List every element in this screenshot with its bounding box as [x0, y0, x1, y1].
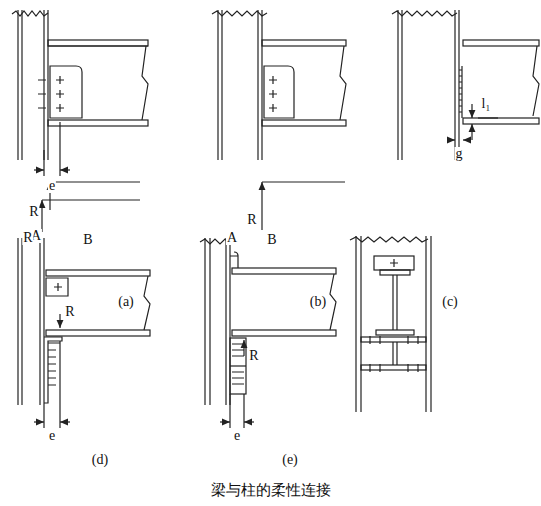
part-label: B: [266, 233, 277, 247]
figure-caption: 梁与柱的柔性连接: [210, 483, 332, 498]
part-label: R: [64, 305, 75, 319]
part-label: g: [455, 147, 464, 161]
part-label: (e): [281, 453, 299, 467]
part-label: e: [48, 179, 56, 193]
part-label: R: [22, 231, 33, 245]
part-label: e: [233, 429, 241, 443]
part-label: (a): [117, 295, 135, 309]
part-label: B: [82, 233, 93, 247]
part-label: R: [28, 205, 39, 219]
part-label: e: [48, 429, 56, 443]
part-label: (c): [441, 295, 459, 309]
part-label: l₁: [481, 97, 492, 111]
part-label: (d): [91, 453, 109, 467]
part-label: A: [226, 231, 238, 245]
part-label: R: [248, 349, 259, 363]
part-label: (b): [309, 295, 327, 309]
part-label: R: [246, 213, 257, 227]
